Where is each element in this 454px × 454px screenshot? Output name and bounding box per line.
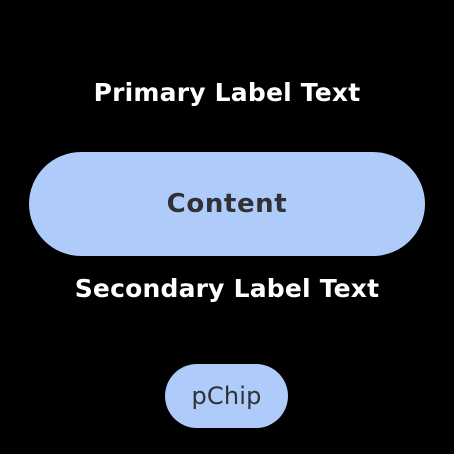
secondary-label: Secondary Label Text xyxy=(74,274,380,303)
primary-label: Primary Label Text xyxy=(93,78,361,107)
content-chip-label: Content xyxy=(166,189,288,219)
pchip-label: pChip xyxy=(191,382,262,410)
content-chip[interactable]: Content xyxy=(29,152,425,256)
pchip-button[interactable]: pChip xyxy=(165,364,288,428)
